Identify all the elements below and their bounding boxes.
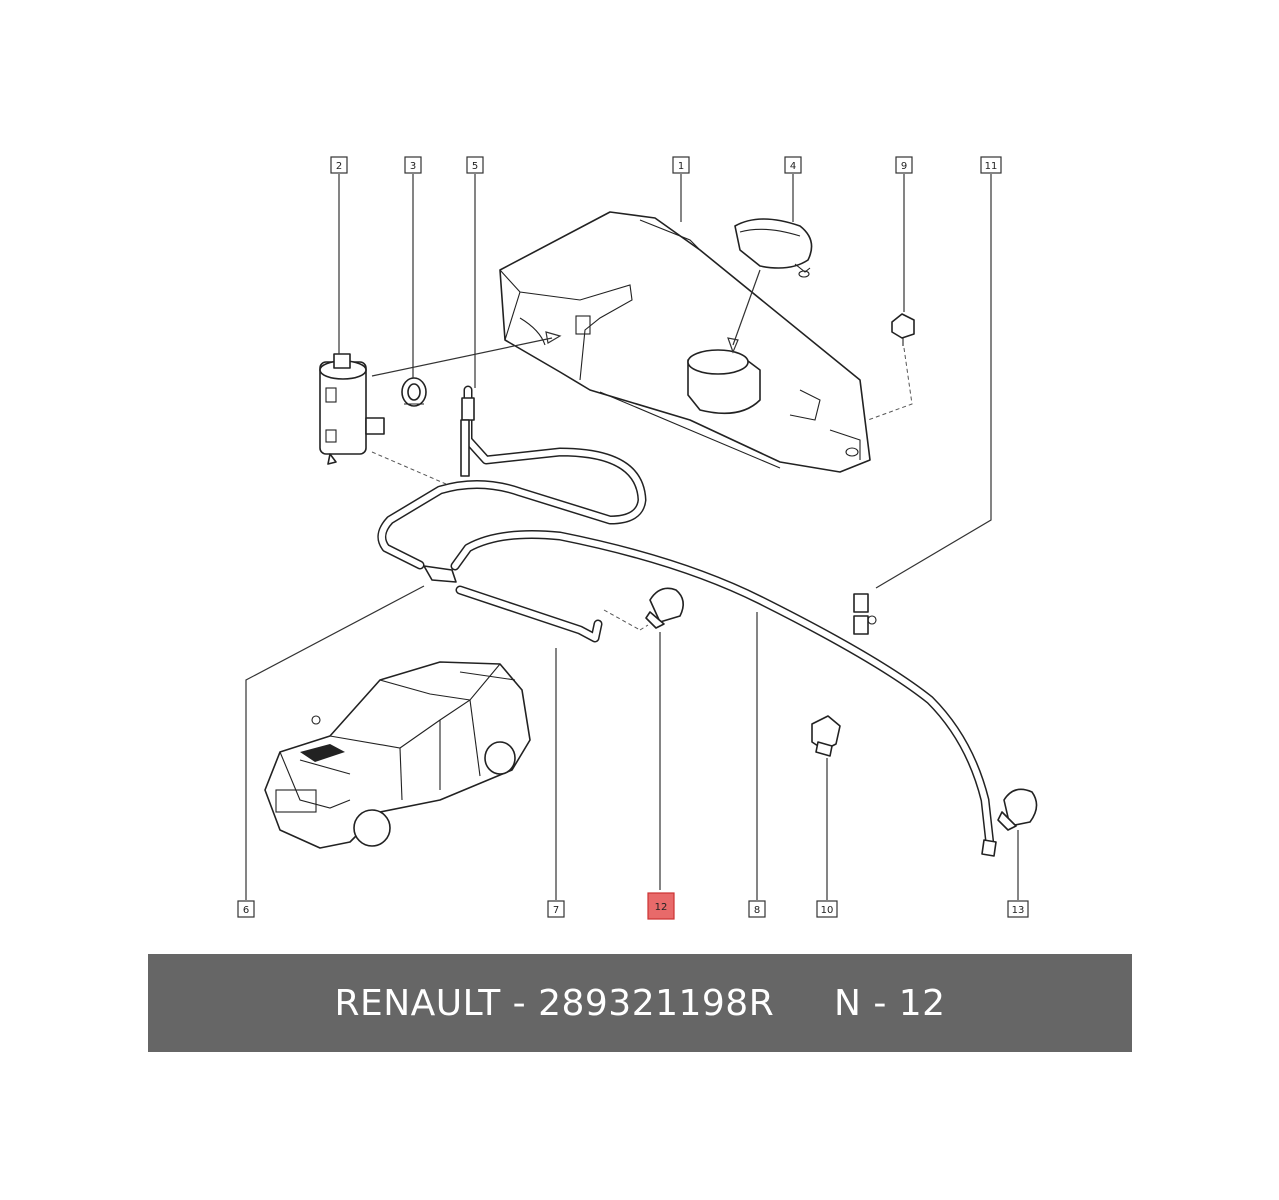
callout-label: 6: [243, 905, 249, 916]
callout-label: 5: [472, 161, 478, 172]
callout-label: 9: [901, 161, 907, 172]
callout-13: 13: [1007, 900, 1029, 918]
callout-4: 4: [784, 156, 802, 174]
callout-label: 10: [821, 905, 834, 916]
reservoir-neck: [687, 349, 761, 415]
washer-jet-12: [645, 587, 684, 629]
callout-9: 9: [895, 156, 913, 174]
washer-pump: [319, 353, 385, 465]
fixing-clip: [891, 313, 915, 346]
callout-6: 6: [237, 900, 255, 918]
leader-lines: [245, 174, 1019, 900]
callout-2: 2: [330, 156, 348, 174]
callout-label: 1: [678, 161, 684, 172]
washer-jet-13: [997, 788, 1038, 831]
hose-clip-10: [811, 715, 841, 757]
callout-label: 13: [1012, 905, 1025, 916]
callout-3: 3: [404, 156, 422, 174]
callout-5: 5: [466, 156, 484, 174]
pump-grommet: [401, 377, 427, 407]
part-number-banner: RENAULT - 289321198R N - 12: [148, 954, 1132, 1052]
callout-label: 4: [790, 161, 796, 172]
callout-label: 8: [754, 905, 760, 916]
callout-label: 3: [410, 161, 416, 172]
callout-8: 8: [748, 900, 766, 918]
parts-diagram: 2 3 5 1 4 9 11 6 7 12 8 10: [237, 156, 1038, 920]
hose-clip-11: [853, 593, 877, 635]
callout-label: 11: [985, 161, 998, 172]
callout-12: 12: [647, 892, 675, 920]
hose-assembly: [377, 385, 997, 857]
callout-11: 11: [980, 156, 1002, 174]
part-number-text: RENAULT - 289321198R N - 12: [334, 982, 946, 1024]
callout-7: 7: [547, 900, 565, 918]
reservoir-cap: [734, 218, 813, 278]
car-illustration: [264, 661, 531, 849]
callout-1: 1: [672, 156, 690, 174]
callout-10: 10: [816, 900, 838, 918]
callout-label: 2: [336, 161, 342, 172]
callout-label: 7: [553, 905, 559, 916]
washer-reservoir: [499, 211, 871, 473]
callout-label: 12: [655, 902, 668, 913]
